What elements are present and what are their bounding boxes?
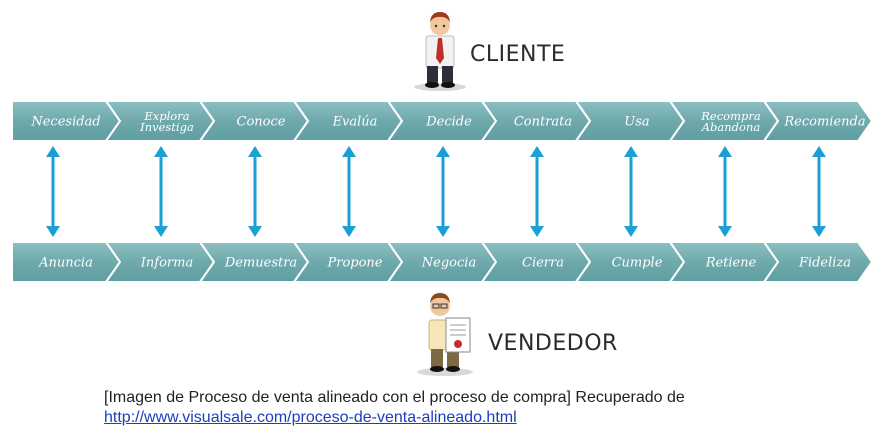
arrowhead-up-icon xyxy=(718,146,732,157)
client-stage-label: Usa xyxy=(624,115,649,130)
caption-text: [Imagen de Proceso de venta alineado con… xyxy=(104,389,685,406)
arrowhead-up-icon xyxy=(624,146,638,157)
arrowhead-down-icon xyxy=(342,226,356,237)
arrowhead-up-icon xyxy=(342,146,356,157)
seller-stage-label: Negocia xyxy=(421,256,476,271)
seller-stage-row: Anuncia Informa Demuestra Propone Negocia Cie… xyxy=(12,242,872,282)
arrowhead-down-icon xyxy=(154,226,168,237)
arrowhead-down-icon xyxy=(248,226,262,237)
seller-figure-icon xyxy=(417,293,473,376)
seller-stage-label: Fideliza xyxy=(798,256,851,271)
client-stage-label: Abandona xyxy=(701,120,761,134)
seller-stage-label: Anuncia xyxy=(38,256,93,271)
client-stage-label: Evalúa xyxy=(332,115,378,130)
arrowhead-down-icon xyxy=(530,226,544,237)
arrowhead-down-icon xyxy=(718,226,732,237)
seller-stage-label: Cierra xyxy=(522,256,564,271)
seller-stage-label: Informa xyxy=(140,256,193,271)
arrowhead-up-icon xyxy=(46,146,60,157)
seller-stage-label: Cumple xyxy=(612,256,663,271)
arrowhead-down-icon xyxy=(46,226,60,237)
client-stage-label: Recomienda xyxy=(783,115,865,130)
source-link[interactable]: http://www.visualsale.com/proceso-de-ven… xyxy=(104,409,517,426)
arrowhead-up-icon xyxy=(248,146,262,157)
client-stage-label: Contrata xyxy=(514,115,572,130)
arrowhead-up-icon xyxy=(436,146,450,157)
client-stage-label: Investiga xyxy=(139,120,194,134)
arrowhead-up-icon xyxy=(154,146,168,157)
arrowhead-down-icon xyxy=(436,226,450,237)
seller-stage-label: Retiene xyxy=(705,256,757,271)
arrowhead-down-icon xyxy=(812,226,826,237)
seller-label: VENDEDOR xyxy=(488,331,618,356)
seller-stage-label: Demuestra xyxy=(224,256,297,271)
client-label: CLIENTE xyxy=(470,42,565,67)
arrowhead-up-icon xyxy=(530,146,544,157)
client-figure-icon xyxy=(414,12,466,91)
arrowhead-down-icon xyxy=(624,226,638,237)
client-stage-label: Conoce xyxy=(237,115,286,130)
client-stage-label: Decide xyxy=(425,115,472,130)
alignment-arrows xyxy=(46,146,826,237)
arrowhead-up-icon xyxy=(812,146,826,157)
seller-stage-label: Propone xyxy=(326,256,382,271)
image-caption: [Imagen de Proceso de venta alineado con… xyxy=(104,388,864,428)
client-stage-label: Necesidad xyxy=(30,115,100,130)
